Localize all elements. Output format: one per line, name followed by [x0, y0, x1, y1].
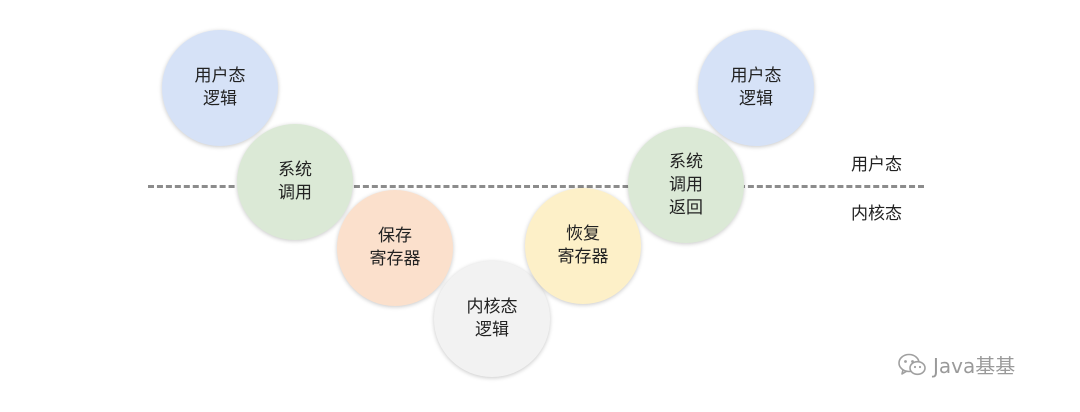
step-label: 系统 调用 返回 [669, 151, 703, 218]
watermark: Java基基 [897, 350, 1015, 379]
wechat-icon [898, 353, 926, 375]
user-kernel-boundary-line [148, 185, 924, 188]
zone-label-kernel: 内核态 [851, 204, 902, 224]
step-circle-system-call: 系统 调用 [237, 124, 353, 240]
step-label: 用户态 逻辑 [194, 66, 246, 109]
step-circle-user-logic-end: 用户态 逻辑 [698, 30, 814, 146]
step-label: 系统 调用 [278, 160, 312, 203]
step-circle-kernel-logic: 内核态 逻辑 [434, 261, 550, 377]
step-label: 恢复 寄存器 [557, 224, 609, 267]
step-label: 用户态 逻辑 [730, 66, 782, 109]
step-circle-system-call-return: 系统 调用 返回 [628, 127, 744, 243]
step-label: 内核态 逻辑 [466, 297, 518, 340]
watermark-text: Java基基 [933, 354, 1016, 378]
step-circle-user-logic-start: 用户态 逻辑 [162, 30, 278, 146]
step-circle-restore-registers: 恢复 寄存器 [525, 188, 641, 304]
step-label: 保存 寄存器 [369, 226, 421, 269]
zone-label-user: 用户态 [851, 155, 902, 175]
step-circle-save-registers: 保存 寄存器 [337, 190, 453, 306]
